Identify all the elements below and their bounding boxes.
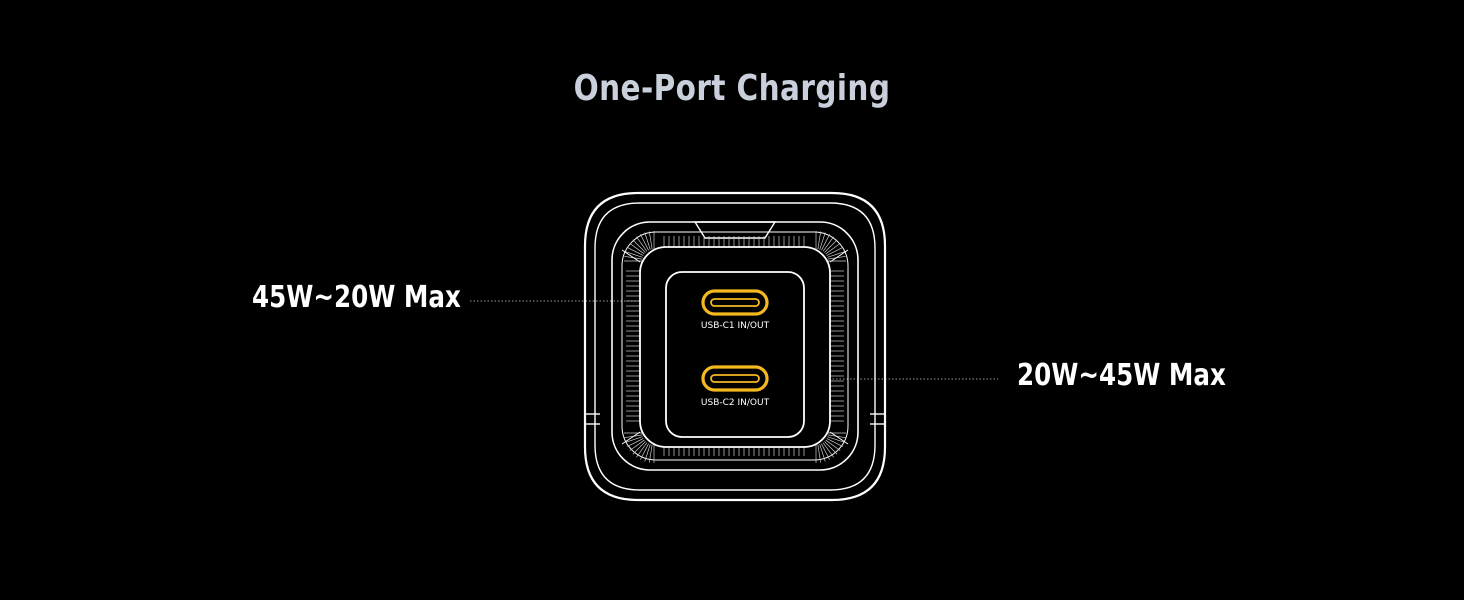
page-title: One-Port Charging [573,68,891,109]
callout-left-power: 45W~20W Max [252,280,461,315]
usb-c2-label: USB-C2 IN/OUT [701,398,770,408]
usb-c1-label: USB-C1 IN/OUT [701,321,770,331]
grille-hatching [624,231,846,463]
usb-c1-port [701,289,769,316]
usb-c2-port [701,365,769,392]
inner-face [621,246,849,448]
charger-body [583,191,887,502]
callout-right-power: 20W~45W Max [1017,358,1226,393]
